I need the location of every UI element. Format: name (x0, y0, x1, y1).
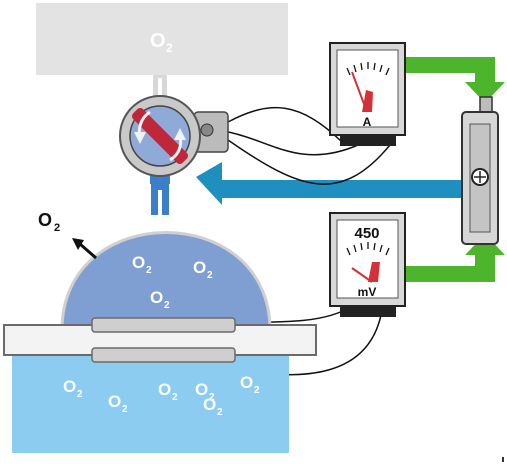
chamber-o2-label: O (193, 258, 206, 277)
reservoir-o2-sub: 2 (166, 41, 173, 55)
chamber-o2-label: O (150, 288, 163, 307)
corner-mark (502, 457, 504, 462)
feedback-arrowhead-icon (196, 162, 222, 205)
chamber-inflow-arrow (151, 180, 169, 230)
chamber-o2-sub: 2 (146, 265, 152, 276)
chamber-o2-sub: 2 (164, 300, 170, 311)
water-o2-label: O (108, 392, 121, 411)
voltmeter: 450 mV (329, 212, 406, 317)
water-o2-sub: 2 (217, 407, 223, 418)
feedback-arrow (196, 162, 477, 205)
ammeter-signal-arrowhead-icon (465, 82, 505, 103)
valve-rotor-icon (131, 107, 189, 165)
water-o2-label: O (158, 380, 171, 399)
released-o2-sub: 2 (54, 222, 60, 234)
oxygen-chamber (60, 231, 272, 332)
water-o2-sub: 2 (172, 392, 178, 403)
electrode-bar (3, 317, 317, 363)
release-arrow-icon (79, 242, 97, 260)
water-bath: O 2 O 2 O 2 O 2 O 2 O 2 (12, 350, 289, 453)
water-o2-sub: 2 (209, 392, 215, 403)
voltmeter-unit-label: mV (358, 285, 377, 299)
water-o2-sub: 2 (77, 389, 83, 400)
oxygen-reservoir: O 2 (36, 3, 288, 75)
reservoir-o2-label: O (150, 30, 166, 52)
voltmeter-reading-label: 450 (354, 225, 379, 242)
chamber-o2-labels: O 2 O 2 O 2 (132, 253, 213, 311)
water-o2-sub: 2 (254, 385, 260, 396)
chamber-inflow-arrowhead-icon (153, 218, 167, 230)
chamber-o2-sub: 2 (207, 270, 213, 281)
voltmeter-signal-arrow (405, 234, 505, 282)
rotary-valve (119, 95, 229, 184)
chamber-o2-label: O (132, 253, 145, 272)
ammeter: A (329, 42, 406, 146)
water-o2-label: O (240, 373, 253, 392)
water-o2-sub: 2 (122, 404, 128, 415)
ammeter-signal-arrow (405, 57, 505, 103)
water-o2-label: O (195, 380, 208, 399)
ammeter-unit-label: A (363, 115, 372, 129)
release-arrowhead-icon (72, 238, 84, 250)
water-o2-label: O (203, 395, 216, 414)
controller-unit (461, 96, 499, 245)
released-o2-label: O (38, 210, 52, 230)
water-o2-label: O (63, 377, 76, 396)
